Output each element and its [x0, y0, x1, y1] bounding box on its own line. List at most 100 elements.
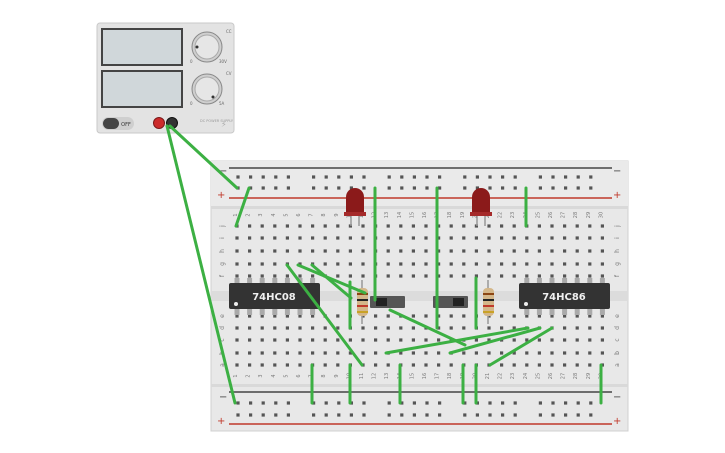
breadboard-hole[interactable] [361, 262, 365, 266]
breadboard-hole[interactable] [600, 274, 604, 278]
breadboard-hole[interactable] [500, 236, 504, 240]
breadboard-hole[interactable] [348, 262, 352, 266]
breadboard-hole[interactable] [248, 249, 252, 253]
breadboard-hole[interactable] [336, 351, 340, 355]
breadboard-hole[interactable] [336, 363, 340, 367]
breadboard-hole[interactable] [551, 401, 555, 405]
breadboard-hole[interactable] [236, 401, 240, 405]
breadboard-hole[interactable] [312, 186, 316, 190]
breadboard-hole[interactable] [575, 338, 579, 342]
breadboard-hole[interactable] [575, 262, 579, 266]
breadboard-hole[interactable] [311, 249, 315, 253]
breadboard-hole[interactable] [285, 314, 289, 318]
breadboard-hole[interactable] [260, 314, 264, 318]
breadboard-hole[interactable] [537, 262, 541, 266]
breadboard-hole[interactable] [449, 326, 453, 330]
breadboard-hole[interactable] [362, 401, 366, 405]
breadboard-hole[interactable] [575, 249, 579, 253]
breadboard-hole[interactable] [386, 363, 390, 367]
resistor-2[interactable] [483, 280, 494, 324]
breadboard-hole[interactable] [361, 249, 365, 253]
breadboard-hole[interactable] [424, 262, 428, 266]
breadboard-hole[interactable] [424, 274, 428, 278]
breadboard-hole[interactable] [323, 224, 327, 228]
breadboard-hole[interactable] [438, 413, 442, 417]
breadboard-hole[interactable] [249, 401, 253, 405]
breadboard-hole[interactable] [248, 314, 252, 318]
breadboard-hole[interactable] [362, 186, 366, 190]
breadboard-hole[interactable] [323, 338, 327, 342]
breadboard-hole[interactable] [274, 413, 278, 417]
breadboard-hole[interactable] [399, 249, 403, 253]
breadboard-hole[interactable] [462, 314, 466, 318]
breadboard-hole[interactable] [348, 236, 352, 240]
breadboard-hole[interactable] [550, 236, 554, 240]
breadboard-hole[interactable] [298, 249, 302, 253]
breadboard-hole[interactable] [235, 262, 239, 266]
breadboard-hole[interactable] [437, 338, 441, 342]
slide-switch-b[interactable] [433, 296, 468, 308]
breadboard-hole[interactable] [575, 363, 579, 367]
breadboard-hole[interactable] [261, 186, 265, 190]
breadboard-hole[interactable] [424, 249, 428, 253]
breadboard-hole[interactable] [386, 274, 390, 278]
breadboard-hole[interactable] [387, 186, 391, 190]
breadboard-hole[interactable] [525, 314, 529, 318]
breadboard-hole[interactable] [273, 224, 277, 228]
breadboard-hole[interactable] [500, 314, 504, 318]
breadboard-hole[interactable] [324, 175, 328, 179]
breadboard-hole[interactable] [437, 274, 441, 278]
breadboard-hole[interactable] [564, 413, 568, 417]
breadboard-hole[interactable] [311, 314, 315, 318]
breadboard-hole[interactable] [424, 351, 428, 355]
breadboard-hole[interactable] [550, 262, 554, 266]
breadboard-hole[interactable] [512, 326, 516, 330]
breadboard-hole[interactable] [386, 249, 390, 253]
breadboard-hole[interactable] [399, 262, 403, 266]
breadboard-hole[interactable] [487, 224, 491, 228]
breadboard-hole[interactable] [286, 186, 290, 190]
breadboard-hole[interactable] [399, 224, 403, 228]
breadboard-hole[interactable] [525, 274, 529, 278]
breadboard-hole[interactable] [475, 175, 479, 179]
breadboard-hole[interactable] [349, 186, 353, 190]
breadboard-hole[interactable] [600, 249, 604, 253]
breadboard-hole[interactable] [550, 224, 554, 228]
breadboard-hole[interactable] [449, 236, 453, 240]
breadboard-hole[interactable] [487, 326, 491, 330]
breadboard-hole[interactable] [336, 262, 340, 266]
breadboard-hole[interactable] [500, 274, 504, 278]
breadboard-hole[interactable] [437, 249, 441, 253]
breadboard-hole[interactable] [286, 175, 290, 179]
breadboard-hole[interactable] [336, 326, 340, 330]
breadboard-hole[interactable] [488, 413, 492, 417]
breadboard-hole[interactable] [400, 413, 404, 417]
breadboard-hole[interactable] [437, 326, 441, 330]
breadboard-hole[interactable] [260, 224, 264, 228]
breadboard-hole[interactable] [449, 314, 453, 318]
breadboard-hole[interactable] [323, 236, 327, 240]
breadboard-hole[interactable] [538, 401, 542, 405]
breadboard-hole[interactable] [349, 175, 353, 179]
breadboard-hole[interactable] [285, 326, 289, 330]
breadboard-hole[interactable] [312, 401, 316, 405]
breadboard-hole[interactable] [537, 363, 541, 367]
breadboard-hole[interactable] [525, 236, 529, 240]
breadboard-hole[interactable] [463, 186, 467, 190]
breadboard-hole[interactable] [386, 262, 390, 266]
breadboard-hole[interactable] [411, 224, 415, 228]
breadboard-hole[interactable] [487, 249, 491, 253]
breadboard-hole[interactable] [588, 314, 592, 318]
breadboard-hole[interactable] [323, 363, 327, 367]
breadboard-hole[interactable] [298, 274, 302, 278]
breadboard-hole[interactable] [387, 175, 391, 179]
breadboard-hole[interactable] [249, 186, 253, 190]
breadboard-hole[interactable] [513, 413, 517, 417]
breadboard-hole[interactable] [261, 175, 265, 179]
breadboard-hole[interactable] [575, 224, 579, 228]
breadboard-hole[interactable] [550, 274, 554, 278]
breadboard-hole[interactable] [525, 338, 529, 342]
breadboard-hole[interactable] [538, 413, 542, 417]
breadboard-hole[interactable] [563, 338, 567, 342]
breadboard-hole[interactable] [600, 262, 604, 266]
